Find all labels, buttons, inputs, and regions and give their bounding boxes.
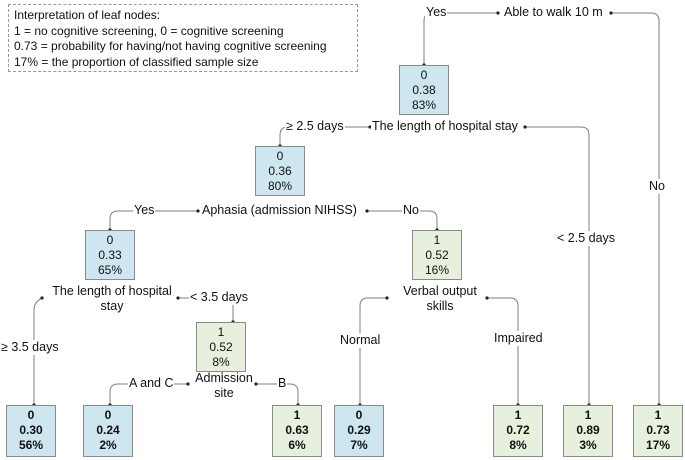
leaf-probability: 0.63 [285, 423, 309, 437]
node-probability: 0.36 [268, 164, 292, 178]
split-label-stay1: The length of hospital stay [371, 119, 519, 134]
leaf-class: 0 [27, 408, 35, 422]
edge-site-ac [109, 383, 188, 405]
leaf-probability: 0.29 [347, 423, 371, 437]
split-label-line: Verbal output [403, 284, 477, 298]
edge-label-stay1-short: < 2.5 days [556, 231, 617, 246]
node-class: 0 [420, 68, 428, 82]
split-label-line: stay [100, 299, 124, 313]
leaf-percentage: 6% [288, 438, 306, 452]
edge-label-site-b: B [277, 376, 288, 391]
edge-walk-no [611, 12, 660, 405]
leaf-probability: 0.89 [576, 423, 600, 437]
legend-line: 1 = no cognitive screening, 0 = cognitiv… [14, 23, 284, 38]
node-percentage: 8% [212, 355, 230, 369]
node-percentage: 83% [411, 98, 437, 112]
leaf-probability: 0.24 [96, 423, 120, 437]
edge-site-b [256, 383, 299, 405]
legend-line: 17% = the proportion of classified sampl… [14, 54, 259, 69]
leaf-probability: 0.30 [19, 423, 43, 437]
leaf-class: 0 [104, 408, 112, 422]
node-probability: 0.52 [425, 248, 449, 262]
edge-label-aphasia-yes: Yes [133, 203, 156, 218]
split-label-site: Admission site [190, 371, 258, 401]
leaf-percentage: 3% [579, 438, 597, 452]
legend-line: 0.73 = probability for having/not having… [14, 39, 327, 53]
leaf-class: 0 [355, 408, 363, 422]
split-label-stay2: The length of hospital stay [46, 284, 178, 314]
node-probability: 0.38 [412, 83, 436, 97]
split-label-line: The length of hospital [52, 284, 172, 298]
split-label-aphasia: Aphasia (admission NIHSS) [201, 203, 358, 218]
split-label-line: site [214, 386, 234, 400]
node-class: 1 [433, 233, 441, 247]
leaf-node: 0 0.30 56% [6, 405, 56, 457]
split-label-line: Admission [195, 371, 253, 385]
node-stay1: 0 0.36 80% [255, 146, 305, 196]
leaf-percentage: 2% [99, 438, 117, 452]
edge-label-verbal-normal: Normal [339, 333, 382, 348]
leaf-class: 1 [293, 408, 301, 422]
leaf-class: 1 [654, 408, 662, 422]
node-probability: 0.33 [98, 248, 122, 262]
edge-label-stay1-long: ≥ 2.5 days [285, 119, 345, 134]
edge-walk-yes [423, 12, 498, 65]
edge-label-site-ac: A and C [128, 376, 175, 391]
edge-label-walk-yes: Yes [425, 5, 448, 20]
node-class: 1 [217, 325, 225, 339]
node-class: 0 [276, 149, 284, 163]
edge-aphasia-yes [109, 210, 198, 230]
edge-label-stay2-long: ≥ 3.5 days [0, 340, 60, 355]
node-probability: 0.52 [209, 340, 233, 354]
node-stay2-short: 1 0.52 8% [196, 322, 246, 372]
leaf-percentage: 8% [509, 438, 527, 452]
split-label-line: skills [426, 299, 454, 313]
node-aphasia-yes: 0 0.33 65% [85, 230, 135, 280]
leaf-node: 1 0.73 17% [633, 405, 683, 457]
leaf-node: 0 0.24 2% [83, 405, 133, 457]
leaf-class: 1 [584, 408, 592, 422]
node-percentage: 16% [424, 263, 450, 277]
leaf-class: 1 [514, 408, 522, 422]
node-percentage: 80% [267, 179, 293, 193]
node-root: 0 0.38 83% [399, 65, 449, 115]
leaf-percentage: 7% [350, 438, 368, 452]
edge-label-aphasia-no: No [402, 203, 420, 218]
edge-label-stay2-short: < 3.5 days [189, 290, 250, 305]
split-label-walk: Able to walk 10 m [503, 5, 604, 20]
edge-stay2-long [33, 297, 43, 405]
legend-line: Interpretation of leaf nodes: [14, 8, 161, 22]
legend-box: Interpretation of leaf nodes: 1 = no cog… [8, 4, 358, 72]
node-class: 0 [106, 233, 114, 247]
leaf-probability: 0.72 [506, 423, 530, 437]
edge-stay1-short [525, 126, 590, 405]
edge-label-walk-no: No [648, 179, 666, 194]
leaf-percentage: 17% [645, 438, 671, 452]
split-label-verbal: Verbal output skills [393, 284, 487, 314]
edge-aphasia-no [367, 210, 438, 230]
node-aphasia-no: 1 0.52 16% [412, 230, 462, 280]
leaf-node: 1 0.63 6% [272, 405, 322, 457]
leaf-percentage: 56% [18, 438, 44, 452]
leaf-node: 0 0.29 7% [334, 405, 384, 457]
leaf-probability: 0.73 [646, 423, 670, 437]
leaf-node: 1 0.89 3% [563, 405, 613, 457]
edge-verbal-normal [359, 297, 387, 405]
edge-verbal-impaired [487, 297, 519, 405]
leaf-node: 1 0.72 8% [493, 405, 543, 457]
node-percentage: 65% [97, 263, 123, 277]
edge-label-verbal-impaired: Impaired [493, 331, 544, 346]
